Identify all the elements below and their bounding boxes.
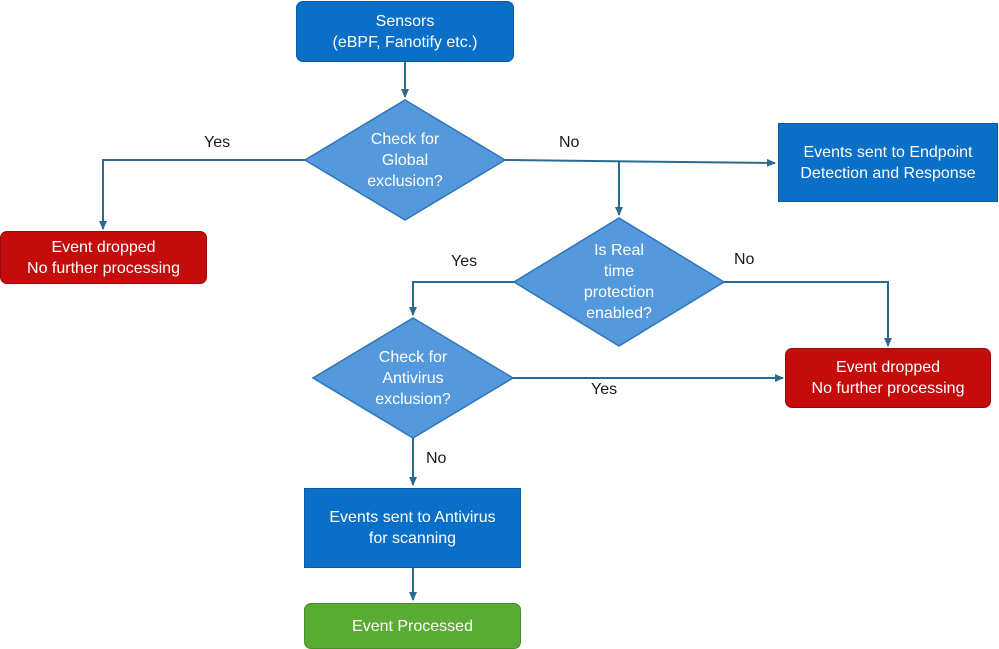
- av-scan-line-2: for scanning: [368, 530, 457, 547]
- dropped-global-line-1: Event dropped: [51, 238, 156, 256]
- antivirus-exclusion-label: Check for Antivirus exclusion?: [353, 343, 473, 413]
- edr-line-2: Detection and Response: [800, 164, 976, 182]
- connector-realtime-no-to-dropped: [724, 281, 892, 347]
- realtime-line-3: protection: [583, 284, 655, 301]
- global-yes-label: Yes: [204, 134, 231, 151]
- global-line-1: Check for: [370, 130, 440, 148]
- realtime-protection-diamond: [512, 217, 726, 347]
- sensors-box: Sensors (eBPF, Fanotify etc.): [296, 1, 514, 62]
- antivirus-scan-box: Events sent to Antivirus for scanning: [304, 488, 521, 568]
- realtime-protection-label: Is Real time protection enabled?: [559, 238, 679, 326]
- edr-line-1: Events sent to Endpoint: [803, 143, 973, 161]
- av-check-line-2: Antivirus: [382, 369, 444, 387]
- global-line-2: Global: [381, 151, 429, 169]
- global-exclusion-diamond: [303, 99, 507, 221]
- realtime-no-label: No: [734, 251, 755, 268]
- av-yes-label: Yes: [591, 381, 618, 398]
- realtime-line-4: enabled?: [586, 305, 652, 322]
- global-line-3: exclusion?: [367, 172, 443, 190]
- realtime-line-2: time: [603, 263, 635, 280]
- av-scan-line-1: Events sent to Antivirus: [329, 509, 496, 526]
- dropped-global-line-2: No further processing: [27, 259, 180, 277]
- sensors-line-2: (eBPF, Fanotify etc.): [332, 33, 478, 51]
- event-dropped-realtime-box: Event dropped No further processing: [785, 348, 991, 408]
- av-no-label: No: [426, 450, 447, 467]
- global-no-label: No: [559, 134, 580, 151]
- global-exclusion-label: Check for Global exclusion?: [345, 125, 465, 195]
- event-dropped-global-box: Event dropped No further processing: [0, 231, 207, 284]
- dropped-realtime-line-1: Event dropped: [835, 359, 941, 376]
- sensors-line-1: Sensors: [375, 12, 435, 30]
- edr-box: Events sent to Endpoint Detection and Re…: [778, 123, 998, 202]
- realtime-yes-label: Yes: [451, 253, 478, 270]
- av-check-line-3: exclusion?: [375, 390, 451, 408]
- av-check-line-1: Check for: [378, 348, 448, 366]
- realtime-line-1: Is Real: [594, 242, 644, 259]
- connector-realtime-yes-to-av: [409, 281, 514, 316]
- dropped-realtime-line-2: No further processing: [811, 380, 965, 397]
- connector-global-yes-to-dropped: [99, 159, 305, 230]
- event-processed-box: Event Processed: [304, 603, 521, 649]
- connector-global-no-to-edr: [504, 158, 776, 167]
- processed-label: Event Processed: [352, 617, 473, 635]
